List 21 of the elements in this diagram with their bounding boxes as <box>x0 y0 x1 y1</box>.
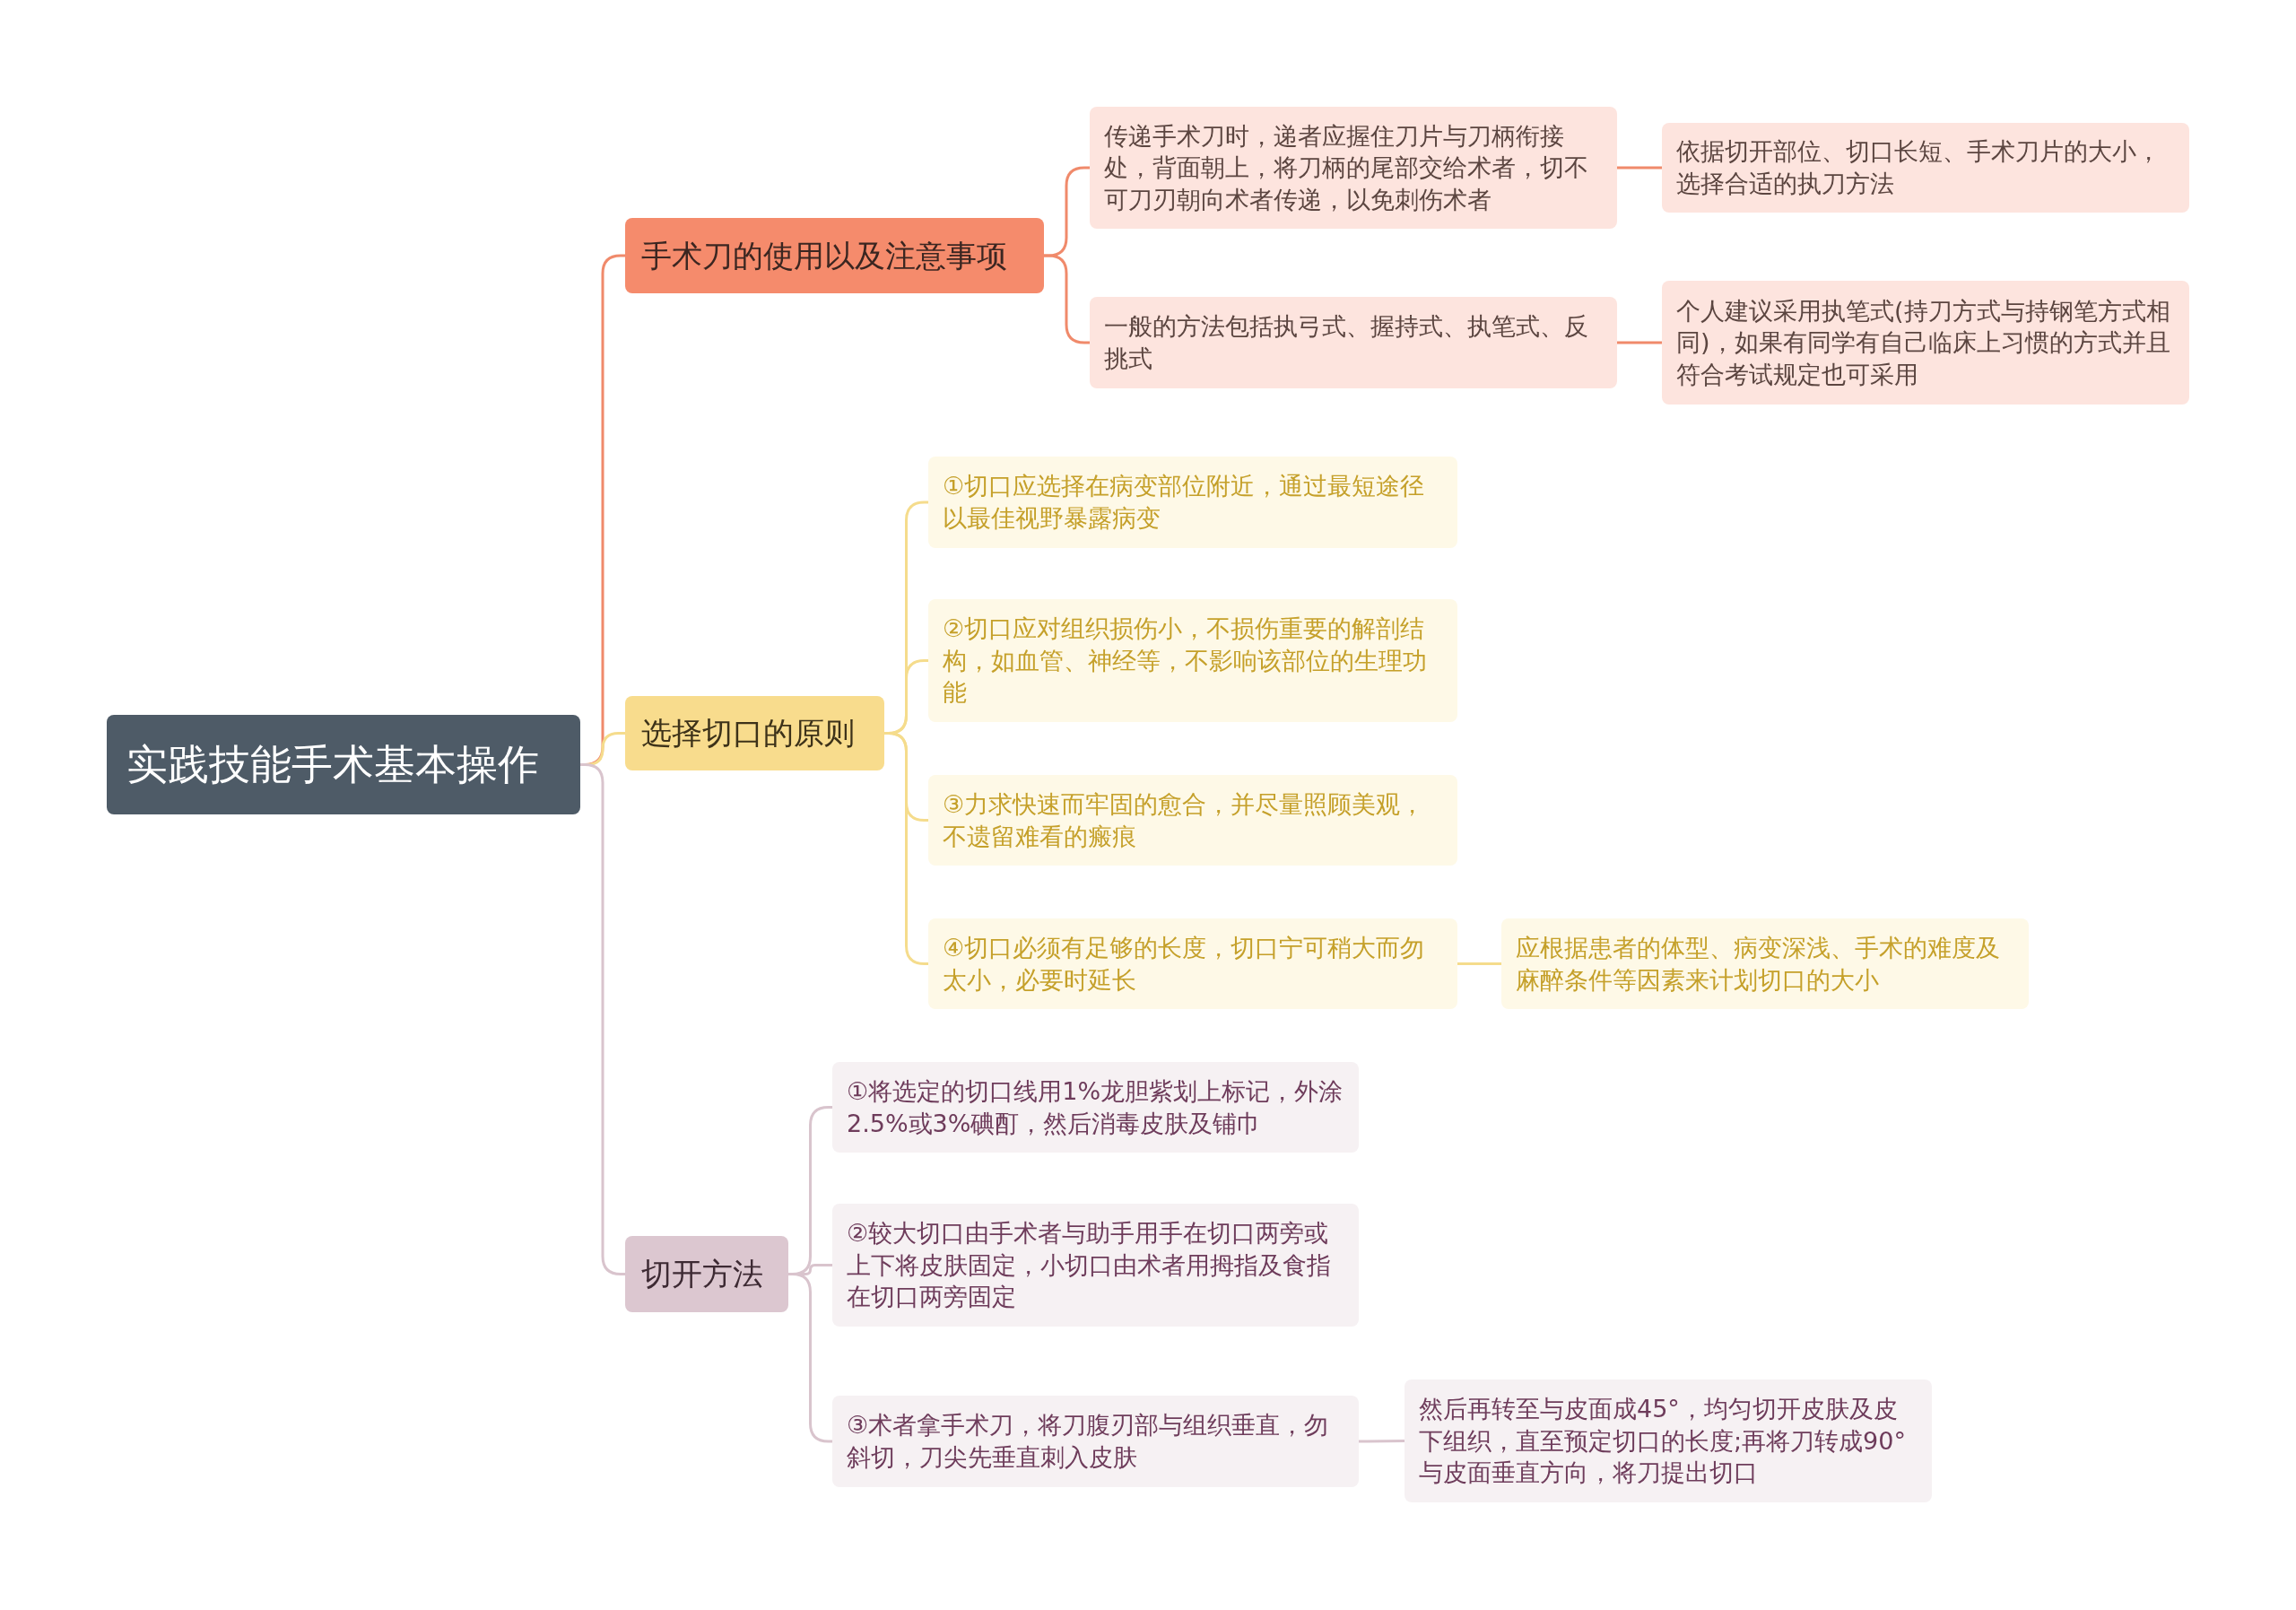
branch-topic: 选择切口的原则 <box>625 696 884 770</box>
connector-line <box>1359 1440 1405 1443</box>
note-card: 依据切开部位、切口长短、手术刀片的大小，选择合适的执刀方法 <box>1662 123 2189 213</box>
note-card: ②切口应对组织损伤小，不损伤重要的解剖结构，如血管、神经等，不影响该部位的生理功能 <box>928 599 1457 722</box>
note-card: 一般的方法包括执弓式、握持式、执笔式、反挑式 <box>1090 297 1617 388</box>
note-card: 应根据患者的体型、病变深浅、手术的难度及麻醉条件等因素来计划切口的大小 <box>1501 918 2029 1009</box>
branch-topic: 手术刀的使用以及注意事项 <box>625 218 1044 293</box>
connector-line <box>1617 341 1662 344</box>
note-card: ②较大切口由手术者与助手用手在切口两旁或上下将皮肤固定，小切口由术者用拇指及食指在切口两旁固定 <box>832 1204 1359 1327</box>
note-card: ③力求快速而牢固的愈合，并尽量照顾美观，不遗留难看的瘢痕 <box>928 775 1457 866</box>
note-card: ③术者拿手术刀，将刀腹刃部与组织垂直，勿斜切，刀尖先垂直刺入皮肤 <box>832 1396 1359 1487</box>
note-card: ①切口应选择在病变部位附近，通过最短途径以最佳视野暴露病变 <box>928 457 1457 548</box>
central-topic: 实践技能手术基本操作 <box>107 715 580 814</box>
note-card: ④切口必须有足够的长度，切口宁可稍大而勿太小，必要时延长 <box>928 918 1457 1009</box>
branch-topic: 切开方法 <box>625 1236 788 1312</box>
connector-line <box>1457 962 1501 965</box>
connector-line <box>1617 166 1662 170</box>
note-card: 个人建议采用执笔式(持刀方式与持钢笔方式相同)，如果有同学有自己临床上习惯的方式并且符合考试规定也可采用 <box>1662 281 2189 405</box>
note-card: ①将选定的切口线用1%龙胆紫划上标记，外涂2.5%或3%碘酊，然后消毒皮肤及铺巾 <box>832 1062 1359 1153</box>
note-card: 传递手术刀时，递者应握住刀片与刀柄衔接处，背面朝上，将刀柄的尾部交给术者，切不可刀刃朝向术者传递，以免刺伤术者 <box>1090 107 1617 229</box>
note-card: 然后再转至与皮面成45°，均匀切开皮肤及皮下组织，直至预定切口的长度;再将刀转成90°与皮面垂直方向，将刀提出切口 <box>1405 1379 1932 1502</box>
